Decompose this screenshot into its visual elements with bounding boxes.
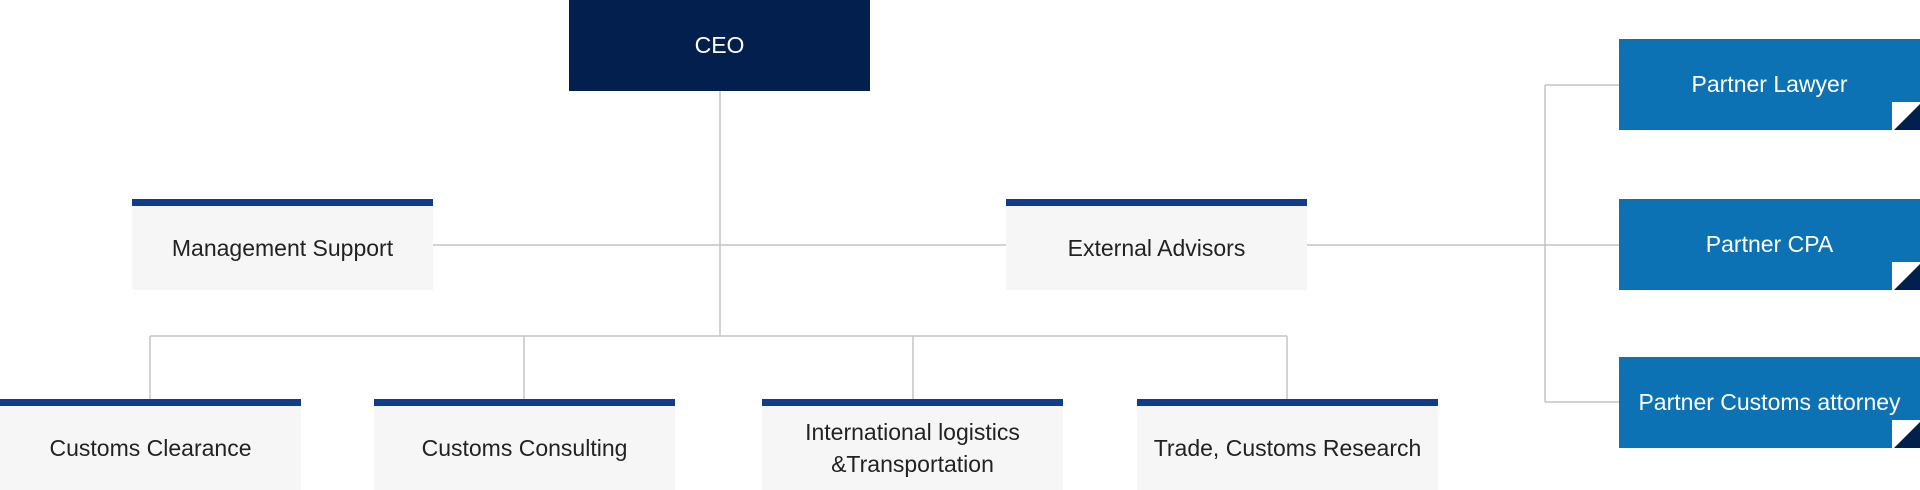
department-label: Trade, Customs Research <box>1153 434 1422 461</box>
external-advisors-box: External Advisors <box>1006 199 1307 290</box>
department-customs-clearance: Customs Clearance <box>0 399 301 490</box>
partner-label: Partner Lawyer <box>1691 71 1848 97</box>
partner-cpa-box: Partner CPA <box>1619 199 1920 290</box>
corner-fold-icon <box>1892 420 1920 448</box>
ceo-label: CEO <box>694 32 745 58</box>
department-label: International logistics &Transportation <box>805 419 1020 477</box>
corner-fold-icon <box>1892 262 1920 290</box>
department-customs-consulting: Customs Consulting <box>374 399 675 490</box>
partner-label: Partner Customs attorney <box>1638 389 1901 415</box>
partner-lawyer-box: Partner Lawyer <box>1619 39 1920 130</box>
corner-fold-icon <box>1892 102 1920 130</box>
management-support-label: Management Support <box>171 234 394 261</box>
ceo-box: CEO <box>569 0 870 91</box>
management-support-box: Management Support <box>132 199 433 290</box>
department-label: Customs Clearance <box>49 434 252 461</box>
department-trade-customs-research: Trade, Customs Research <box>1137 399 1438 490</box>
department-label: Customs Consulting <box>421 434 628 461</box>
partner-label: Partner CPA <box>1705 231 1834 257</box>
partner-customs-attorney-box: Partner Customs attorney <box>1619 357 1920 448</box>
department-international-logistics: International logistics &Transportation <box>762 399 1063 490</box>
external-advisors-label: External Advisors <box>1067 234 1246 261</box>
